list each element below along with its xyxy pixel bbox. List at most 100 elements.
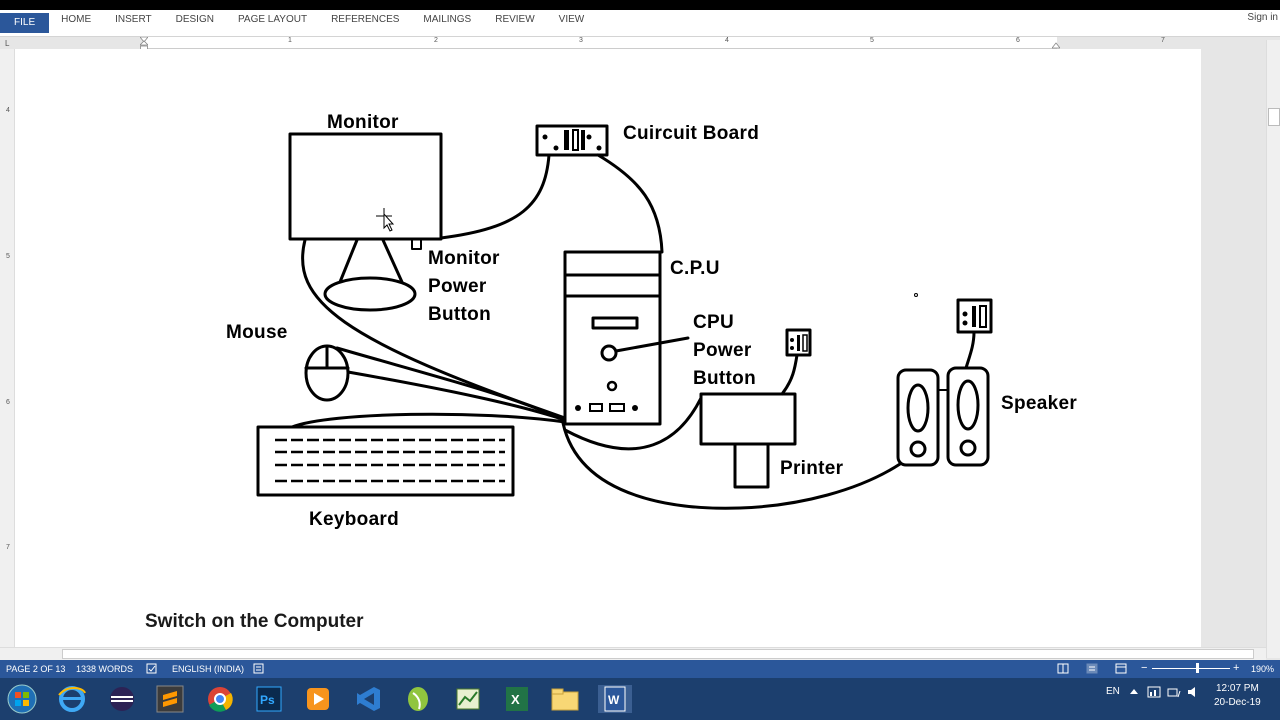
label-monitor-power-1: Monitor [428,248,500,269]
sign-in-link[interactable]: Sign in [1247,12,1278,23]
cpu-port [589,403,603,412]
proofing-icon[interactable] [146,663,158,674]
tab-selector[interactable]: L [5,39,10,48]
label-monitor-power-3: Button [428,304,491,325]
zoom-in-button[interactable]: + [1233,662,1240,674]
file-explorer-icon[interactable] [546,683,584,715]
printer-to-socket-cable [780,353,799,396]
horizontal-scroll-thumb[interactable] [62,649,1254,659]
socket-pin [972,306,976,327]
language-indicator[interactable]: ENGLISH (INDIA) [172,664,245,674]
eclipse-icon[interactable] [103,683,141,715]
cpu-power-button-shape [600,344,618,362]
board-chip [572,129,579,151]
sublime-text-icon[interactable] [151,683,189,715]
ruler-number: 4 [725,37,729,44]
tray-expand-icon[interactable] [1129,687,1139,697]
monitor-base-shape [323,276,417,312]
mouse-to-cpu-cable [335,346,567,422]
board-chip [581,130,585,150]
speaker-left-tweeter [909,440,927,458]
vertical-scroll-thumb[interactable] [1268,108,1280,126]
socket-pin [802,334,808,352]
tab-references[interactable]: REFERENCES [331,14,400,25]
tab-design[interactable]: DESIGN [175,14,214,25]
keyboard-to-cpu-cable [290,412,567,429]
svg-text:W: W [608,693,620,707]
tab-home[interactable]: HOME [61,14,92,25]
tab-file[interactable]: FILE [0,13,50,33]
zoom-slider[interactable] [1152,668,1230,669]
circuit-board-shape [535,124,609,157]
tab-review[interactable]: REVIEW [495,14,535,25]
board-to-cpu-cable [596,153,664,254]
cpu-power-cable [614,336,690,353]
read-mode-icon[interactable] [1057,663,1069,674]
right-indent-marker[interactable] [1052,41,1060,49]
cpu-port [575,405,581,411]
ruler-number: 5 [870,37,874,44]
monitor-stand-left [338,238,359,284]
tab-view[interactable]: VIEW [558,14,585,25]
ruler-number: 3 [579,37,583,44]
label-cpu-power-3: Button [693,368,756,389]
taskbar [0,678,1280,720]
photoshop-icon[interactable]: Ps [250,683,288,715]
speaker-left-cone [906,383,930,433]
zoom-level[interactable]: 190% [1251,664,1275,674]
window-top-edge [0,0,1280,10]
mouse-to-cpu-cable-2 [346,370,567,422]
socket-dot [962,311,968,317]
board-chip [564,130,569,150]
socket-dot [790,346,794,350]
label-cpu-power-1: CPU [693,312,735,333]
word-icon[interactable]: W [596,683,634,715]
volume-icon[interactable] [1186,686,1200,698]
vruler-number: 5 [6,253,10,260]
printer-to-cpu-cable [563,396,703,451]
zoom-slider-thumb[interactable] [1196,663,1199,673]
cpu-case-shape [563,250,662,426]
web-layout-icon[interactable] [1115,663,1127,674]
macro-icon[interactable] [253,663,264,674]
zoom-out-button[interactable]: − [1141,662,1148,674]
page-count[interactable]: PAGE 2 OF 13 [6,664,66,674]
project-chart-icon[interactable] [449,683,487,715]
excel-icon[interactable]: X [498,683,536,715]
socket-dot [790,338,794,342]
ruler-text-area [145,37,1057,49]
svg-text:Ps: Ps [260,693,275,707]
vertical-scrollbar[interactable] [1266,40,1280,658]
tab-mailings[interactable]: MAILINGS [423,14,472,25]
speaker-right-cone [956,379,980,431]
notepad-plus-icon[interactable] [399,683,437,715]
document-paragraph[interactable]: Switch on the Computer [145,611,364,632]
tab-insert[interactable]: INSERT [115,14,152,25]
stray-dot [914,293,918,297]
print-layout-icon[interactable] [1086,663,1098,674]
ruler-number: 1 [288,37,292,44]
clock-time[interactable]: 12:07 PM [1216,683,1259,694]
vruler-number: 4 [6,107,10,114]
clock-date[interactable]: 20-Dec-19 [1214,697,1261,708]
chrome-icon[interactable] [201,683,239,715]
internet-explorer-icon[interactable] [53,683,91,715]
network-icon[interactable] [1167,686,1181,698]
label-circuit-board: Cuircuit Board [623,123,760,144]
board-dot [553,145,559,151]
input-language[interactable]: EN [1106,686,1120,697]
tab-page-layout[interactable]: PAGE LAYOUT [237,14,308,25]
action-center-icon[interactable] [1147,686,1161,698]
printer-tray-shape [733,442,770,489]
vertical-ruler[interactable]: 4 5 6 7 [0,49,15,649]
start-button-icon[interactable] [3,683,41,715]
media-player-icon[interactable] [299,683,337,715]
speaker-right-tweeter [959,439,977,457]
word-count[interactable]: 1338 WORDS [76,664,134,674]
ruler-number: 6 [1016,37,1020,44]
speaker-to-cpu-cable [561,421,902,510]
page-gutter [1201,49,1266,647]
cpu-reset-button [606,380,618,392]
visual-studio-icon[interactable] [350,683,388,715]
vruler-number: 7 [6,544,10,551]
